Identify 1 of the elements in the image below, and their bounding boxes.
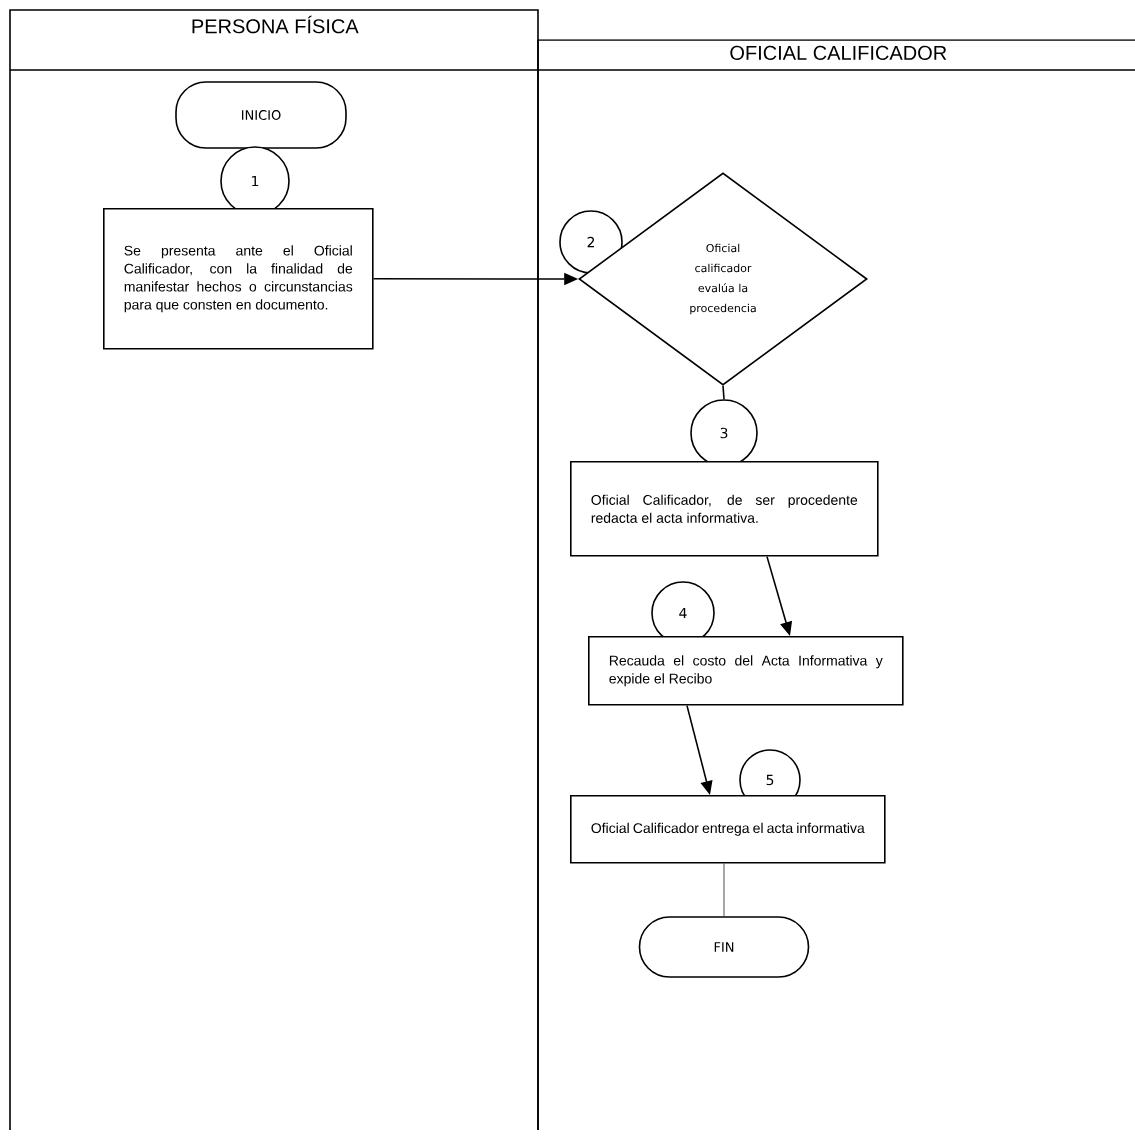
process-box: Se presenta ante el Oficial Calificador, con la finalidad de manifestar hechos o circunstancias para que consten en documento.	[103, 208, 374, 350]
